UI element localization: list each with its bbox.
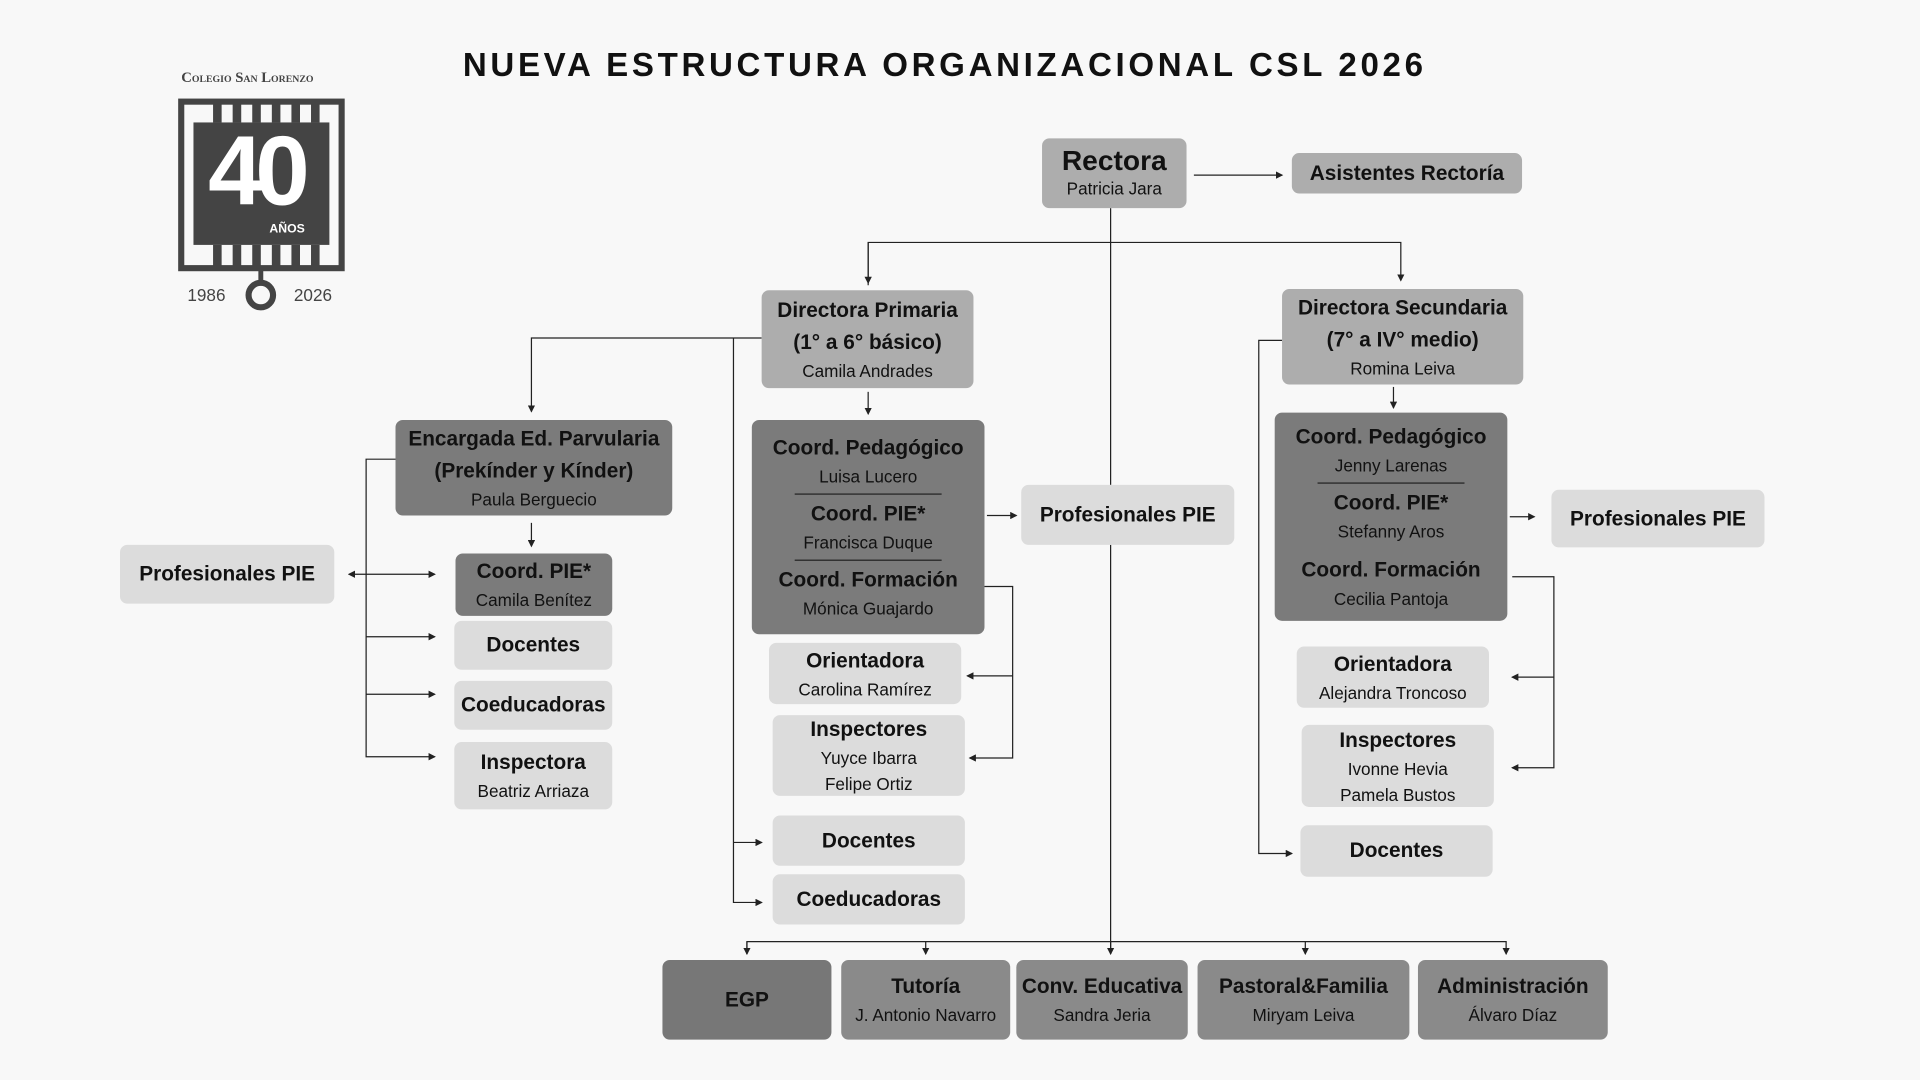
coord-pedagogico-title: Coord. Pedagógico	[772, 435, 964, 460]
logo-end-year: 2026	[293, 285, 333, 305]
box-name: Ivonne Hevia	[1347, 758, 1448, 779]
coord-formacion-name: Cecilia Pantoja	[1333, 588, 1449, 609]
box-title: Coeducadoras	[460, 693, 606, 717]
conv-educativa-box[interactable]: Conv. Educativa Sandra Jeria	[1016, 960, 1188, 1040]
box-name: Alejandra Troncoso	[1318, 682, 1467, 703]
coord-secundaria-box[interactable]: Coord. Pedagógico Jenny Larenas Coord. P…	[1274, 412, 1508, 621]
box-title: Directora Primaria	[777, 298, 958, 322]
coord-pedagogico-title: Coord. Pedagógico	[1295, 424, 1487, 449]
logo-years-label: AÑOS	[269, 222, 305, 237]
box-title: Orientadora	[806, 648, 925, 672]
coord-pie-title: Coord. PIE*	[810, 502, 926, 526]
box-name: Pamela Bustos	[1340, 784, 1456, 804]
box-title: Encargada Ed. Parvularia	[408, 426, 660, 451]
divider	[1317, 482, 1465, 484]
coeducadoras-primaria-box[interactable]: Coeducadoras	[772, 874, 965, 925]
box-name: Sandra Jeria	[1053, 1005, 1151, 1025]
inspectores-primaria-box[interactable]: Inspectores Yuyce Ibarra Felipe Ortiz	[772, 715, 965, 796]
profesionales-pie-primaria-box[interactable]: Profesionales PIE	[1021, 484, 1235, 545]
box-title: Profesionales PIE	[139, 562, 316, 586]
coord-formacion-title: Coord. Formación	[1301, 558, 1481, 582]
box-title: Docentes	[1349, 838, 1444, 863]
coord-pedagogico-name: Jenny Larenas	[1334, 455, 1448, 476]
asistentes-rectoria-box[interactable]: Asistentes Rectoría	[1291, 153, 1523, 194]
box-title: Directora Secundaria	[1297, 295, 1508, 319]
box-title: Inspectores	[810, 717, 928, 741]
box-title: Coeducadoras	[796, 887, 942, 911]
directora-secundaria-box[interactable]: Directora Secundaria (7° a IV° medio) Ro…	[1282, 288, 1524, 385]
profesionales-pie-parvularia-box[interactable]: Profesionales PIE	[120, 544, 335, 604]
orientadora-secundaria-box[interactable]: Orientadora Alejandra Troncoso	[1296, 646, 1489, 708]
page-title: NUEVA ESTRUCTURA ORGANIZACIONAL CSL 2026	[462, 46, 1427, 84]
docentes-parvularia-box[interactable]: Docentes	[454, 620, 613, 670]
divider	[794, 559, 942, 561]
coeducadoras-parvularia-box[interactable]: Coeducadoras	[454, 680, 613, 730]
administracion-box[interactable]: Administración Álvaro Díaz	[1417, 960, 1608, 1040]
rectora-title: Rectora	[1061, 144, 1167, 177]
docentes-secundaria-box[interactable]: Docentes	[1300, 825, 1493, 877]
coord-pie-title: Coord. PIE*	[1333, 491, 1449, 515]
divider	[794, 493, 942, 495]
rectora-name: Patricia Jara	[1066, 178, 1162, 199]
box-name: Miryam Leiva	[1252, 1005, 1355, 1025]
box-subtitle: (1° a 6° básico)	[793, 330, 942, 354]
profesionales-pie-secundaria-box[interactable]: Profesionales PIE	[1551, 489, 1765, 548]
box-subtitle: (7° a IV° medio)	[1326, 327, 1479, 351]
docentes-primaria-box[interactable]: Docentes	[772, 815, 965, 866]
box-title: Profesionales PIE	[1570, 506, 1746, 530]
box-title: Administración	[1437, 974, 1589, 998]
directora-primaria-box[interactable]: Directora Primaria (1° a 6° básico) Cami…	[761, 290, 974, 389]
box-title: Tutoría	[891, 974, 961, 998]
coord-formacion-name: Mónica Guajardo	[802, 598, 934, 619]
coord-primaria-box[interactable]: Coord. Pedagógico Luisa Lucero Coord. PI…	[751, 420, 985, 635]
box-title: Conv. Educativa	[1021, 974, 1183, 998]
box-title: EGP	[724, 987, 769, 1011]
box-name: Camila Andrades	[802, 360, 933, 381]
inspectores-secundaria-box[interactable]: Inspectores Ivonne Hevia Pamela Bustos	[1301, 724, 1494, 807]
box-title: Coord. PIE*	[476, 559, 592, 583]
box-name: Yuyce Ibarra	[820, 748, 917, 768]
inspectora-parvularia-box[interactable]: Inspectora Beatriz Arriaza	[454, 742, 613, 810]
egp-box[interactable]: EGP	[662, 960, 832, 1040]
box-subtitle: (Prekínder y Kínder)	[434, 458, 634, 482]
box-name: Carolina Ramírez	[798, 678, 932, 699]
coord-formacion-title: Coord. Formación	[778, 568, 958, 592]
box-name: Beatriz Arriaza	[477, 781, 589, 801]
encargada-parvularia-box[interactable]: Encargada Ed. Parvularia (Prekínder y Kí…	[395, 420, 673, 516]
box-title: Inspectora	[480, 750, 586, 774]
box-name: Paula Berguecio	[470, 489, 597, 509]
coord-pedagogico-name: Luisa Lucero	[819, 466, 918, 487]
box-title: Profesionales PIE	[1039, 502, 1216, 526]
coord-pie-name: Stefanny Aros	[1337, 521, 1445, 542]
box-name: Álvaro Díaz	[1468, 1005, 1558, 1025]
logo-school-name: Colegio San Lorenzo	[181, 68, 314, 86]
asistentes-title: Asistentes Rectoría	[1309, 161, 1505, 185]
orientadora-primaria-box[interactable]: Orientadora Carolina Ramírez	[768, 642, 962, 705]
logo-number: 40	[208, 116, 310, 226]
coord-pie-name: Francisca Duque	[803, 532, 933, 553]
box-name: Felipe Ortiz	[824, 773, 913, 794]
box-name: Camila Benítez	[475, 590, 593, 610]
pastoral-familia-box[interactable]: Pastoral&Familia Miryam Leiva	[1197, 960, 1410, 1040]
box-title: Docentes	[821, 828, 916, 852]
box-name: J. Antonio Navarro	[855, 1005, 997, 1025]
logo-start-year: 1986	[187, 285, 226, 305]
box-title: Inspectores	[1339, 727, 1457, 752]
box-name: Romina Leiva	[1350, 358, 1456, 378]
rectora-box[interactable]: Rectora Patricia Jara	[1042, 138, 1187, 209]
tutoria-box[interactable]: Tutoría J. Antonio Navarro	[841, 960, 1011, 1040]
box-title: Orientadora	[1333, 652, 1452, 676]
box-title: Docentes	[486, 633, 581, 657]
coord-pie-parvularia-box[interactable]: Coord. PIE* Camila Benítez	[455, 553, 613, 616]
box-title: Pastoral&Familia	[1218, 974, 1388, 998]
